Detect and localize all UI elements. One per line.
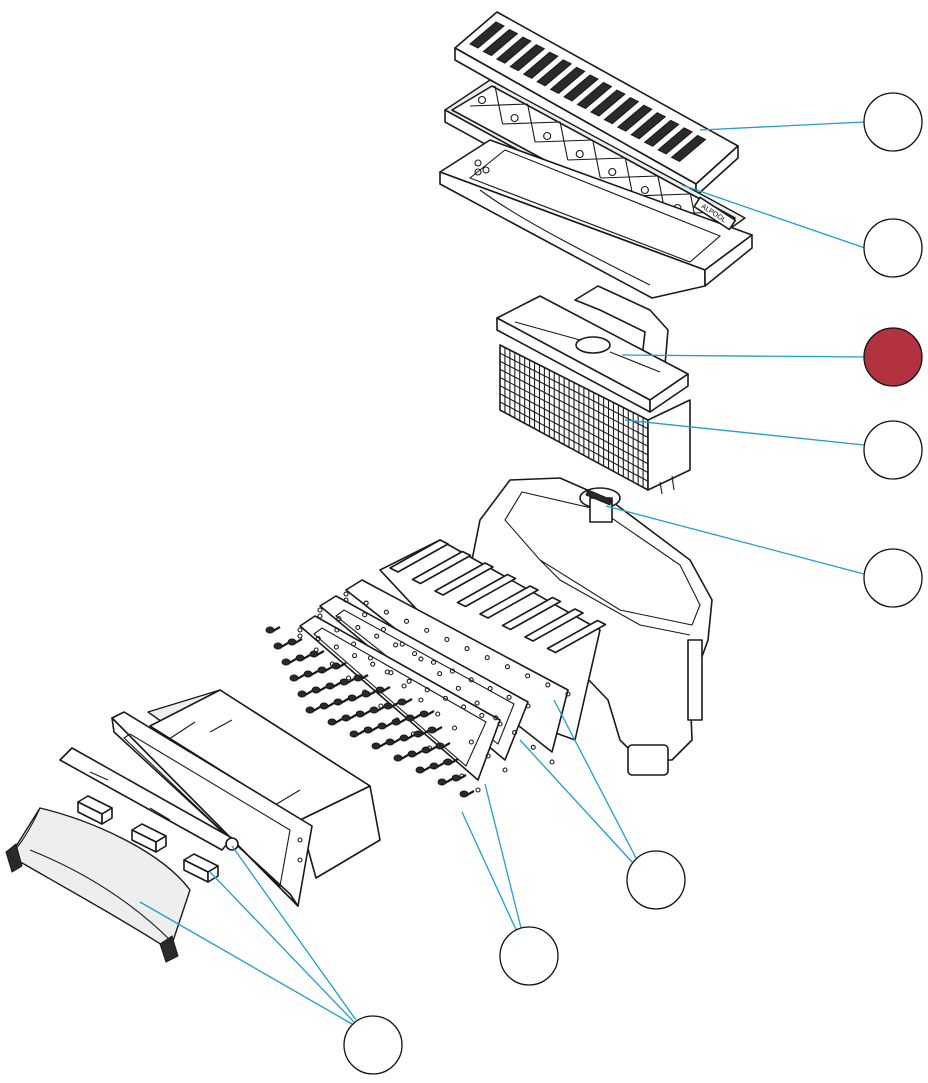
leader-basket-lid xyxy=(621,354,865,358)
screw xyxy=(391,718,407,726)
grate-cover xyxy=(454,11,739,197)
screw xyxy=(265,626,281,634)
grate-slot xyxy=(563,74,599,102)
screw xyxy=(443,758,459,766)
floating-flap xyxy=(5,807,191,963)
leader-gasket-b xyxy=(553,699,637,859)
grate-slot xyxy=(509,44,546,72)
basket xyxy=(499,344,691,495)
screw xyxy=(383,702,399,710)
callout-basket[interactable] xyxy=(863,420,923,480)
screw xyxy=(385,738,401,746)
leader-rail xyxy=(231,845,357,1021)
leader-basket xyxy=(624,419,865,446)
screw xyxy=(347,694,363,702)
grate-slot xyxy=(549,66,586,94)
screw xyxy=(305,706,321,714)
screw xyxy=(375,686,391,694)
leader-grate xyxy=(699,121,865,131)
flap-rail xyxy=(59,747,239,851)
screw xyxy=(371,742,387,750)
screw xyxy=(295,654,311,662)
grate-slot xyxy=(536,59,573,87)
leader-screws-a xyxy=(461,811,519,935)
screw-set xyxy=(265,626,475,798)
grate-slot xyxy=(657,127,694,155)
grate-slot xyxy=(670,134,707,163)
callout-basket-lid[interactable] xyxy=(863,327,923,387)
callout-level-regulator[interactable] xyxy=(863,548,923,608)
screw xyxy=(407,750,423,758)
screw xyxy=(353,674,369,682)
screw xyxy=(361,690,377,698)
screw xyxy=(369,706,385,714)
screw xyxy=(333,698,349,706)
screw xyxy=(349,730,365,738)
leader-lines xyxy=(139,121,866,1025)
screw xyxy=(339,678,355,686)
grate-slot xyxy=(643,119,680,147)
grate-slot xyxy=(590,89,626,117)
float-block-1 xyxy=(77,795,113,825)
screw xyxy=(419,710,435,718)
screw xyxy=(273,642,289,650)
callout-gaskets[interactable] xyxy=(626,850,686,910)
screw xyxy=(311,686,327,694)
screw xyxy=(289,674,305,682)
grate-slot xyxy=(495,36,532,64)
screw xyxy=(427,726,443,734)
screw xyxy=(363,726,379,734)
screw xyxy=(327,718,343,726)
leader-gasket-a xyxy=(519,739,633,863)
screw xyxy=(281,658,297,666)
screw xyxy=(377,722,393,730)
throat-housing xyxy=(147,689,381,879)
skimmer-tray: ALPOOL xyxy=(439,139,753,299)
screw xyxy=(355,710,371,718)
grate-slot xyxy=(522,51,559,79)
screw xyxy=(429,762,445,770)
screw xyxy=(413,730,429,738)
grate-slot xyxy=(576,81,613,110)
callout-grate[interactable] xyxy=(863,92,923,152)
leader-block xyxy=(209,871,355,1023)
leader-screws-b xyxy=(484,783,523,933)
screw xyxy=(317,666,333,674)
screw xyxy=(303,670,319,678)
screw xyxy=(437,778,453,786)
leader-regulator xyxy=(605,505,865,575)
screw xyxy=(451,774,467,782)
screw xyxy=(421,746,437,754)
screw xyxy=(309,650,325,658)
grate-slot xyxy=(482,28,519,57)
screw xyxy=(331,662,347,670)
screw xyxy=(287,638,303,646)
float-block-3 xyxy=(183,853,219,883)
screw xyxy=(319,702,335,710)
leader-flap xyxy=(139,901,353,1025)
callout-grate-frame[interactable] xyxy=(863,218,923,278)
float-block-2 xyxy=(131,823,167,853)
basket-lid xyxy=(496,285,689,413)
screw xyxy=(459,790,475,798)
screw xyxy=(399,734,415,742)
leader-grate-frame xyxy=(681,184,866,249)
grate-slot xyxy=(469,21,505,49)
callout-screws[interactable] xyxy=(499,926,559,986)
screw xyxy=(341,714,357,722)
callout-faceplate-flap[interactable] xyxy=(343,1015,403,1075)
screw xyxy=(405,714,421,722)
screw xyxy=(325,682,341,690)
gasket-plate-1 xyxy=(299,615,501,781)
screw xyxy=(435,742,451,750)
grate-slot xyxy=(630,112,667,140)
screw xyxy=(397,698,413,706)
screw xyxy=(415,766,431,774)
screw xyxy=(297,690,313,698)
grate-slot xyxy=(616,104,653,132)
grate-slot xyxy=(603,97,640,125)
screw xyxy=(393,754,409,762)
